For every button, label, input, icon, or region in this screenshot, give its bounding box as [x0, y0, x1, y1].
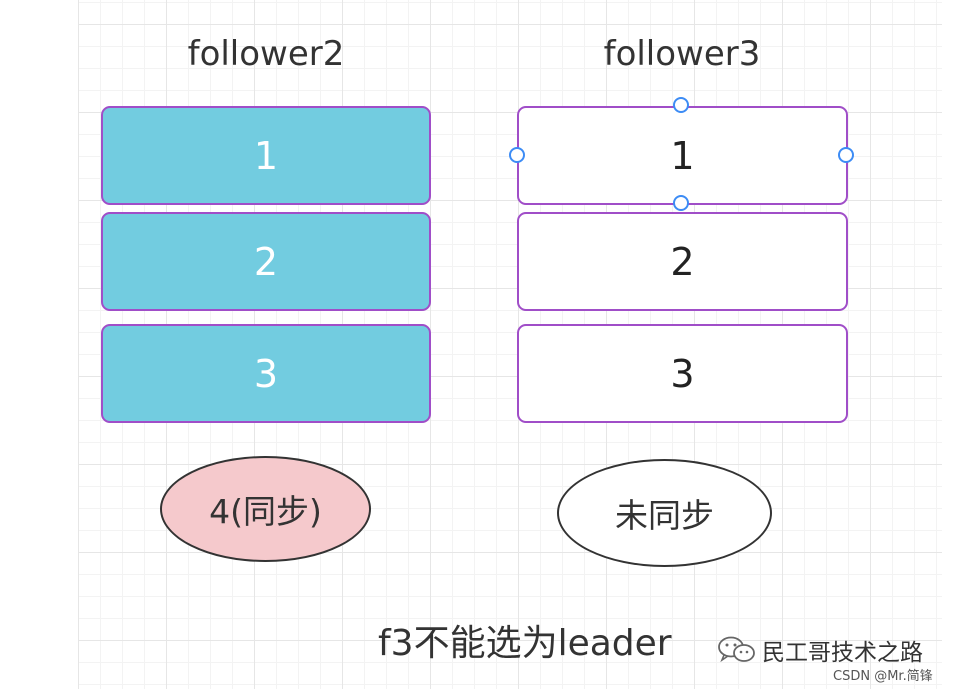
selection-handle-top[interactable]: [673, 97, 689, 113]
credit-text: CSDN @Mr.简锋: [833, 669, 933, 684]
follower2-synced-ellipse[interactable]: 4(同步): [160, 456, 371, 562]
follower3-title: follower3: [603, 34, 761, 74]
follower2-title: follower2: [187, 34, 345, 74]
follower3-state-label: 未同步: [615, 496, 714, 535]
follower2-entry-1[interactable]: 1: [101, 106, 431, 205]
follower2-state-label: 4(同步): [209, 492, 322, 531]
follower3-entry-2[interactable]: 2: [517, 212, 848, 311]
follower3-entry-1[interactable]: 1: [517, 106, 848, 205]
follower3-unsynced-ellipse[interactable]: 未同步: [557, 459, 772, 567]
follower2-entry-3[interactable]: 3: [101, 324, 431, 423]
follower2-entry-2[interactable]: 2: [101, 212, 431, 311]
watermark: 民工哥技术之路: [716, 633, 923, 667]
selection-handle-left[interactable]: [509, 147, 525, 163]
watermark-text: 民工哥技术之路: [762, 640, 923, 666]
wechat-icon: [718, 636, 755, 663]
selection-handle-bottom[interactable]: [673, 195, 689, 211]
follower3-entry-3[interactable]: 3: [517, 324, 848, 423]
selection-handle-right[interactable]: [838, 147, 854, 163]
diagram-caption: f3不能选为leader: [378, 623, 672, 664]
